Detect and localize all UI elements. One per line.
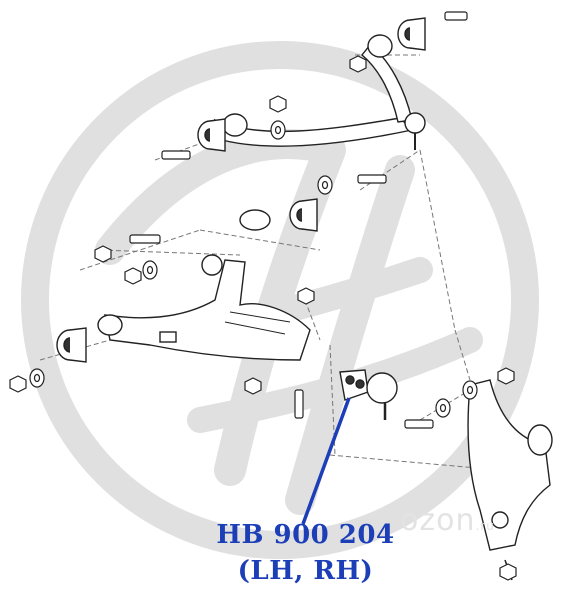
watermark-name: ozon (400, 503, 476, 538)
nut-icon (9, 55, 517, 581)
watermark-text: ozon.ru (400, 503, 495, 538)
part-side-label: (LH, RH) (237, 556, 374, 586)
watermark-tld: .ru (475, 519, 495, 533)
washer-icon (29, 120, 478, 418)
callout-leader-line (301, 397, 351, 525)
ball-joint-icon (339, 369, 398, 420)
steering-knuckle-icon (467, 379, 553, 581)
part-number-label: HB 900 204 (216, 520, 395, 550)
lower-control-arm-icon (97, 209, 311, 361)
bushing-icon (56, 17, 426, 363)
bolt-icon (129, 11, 468, 429)
upper-control-arm-icon (213, 34, 426, 150)
